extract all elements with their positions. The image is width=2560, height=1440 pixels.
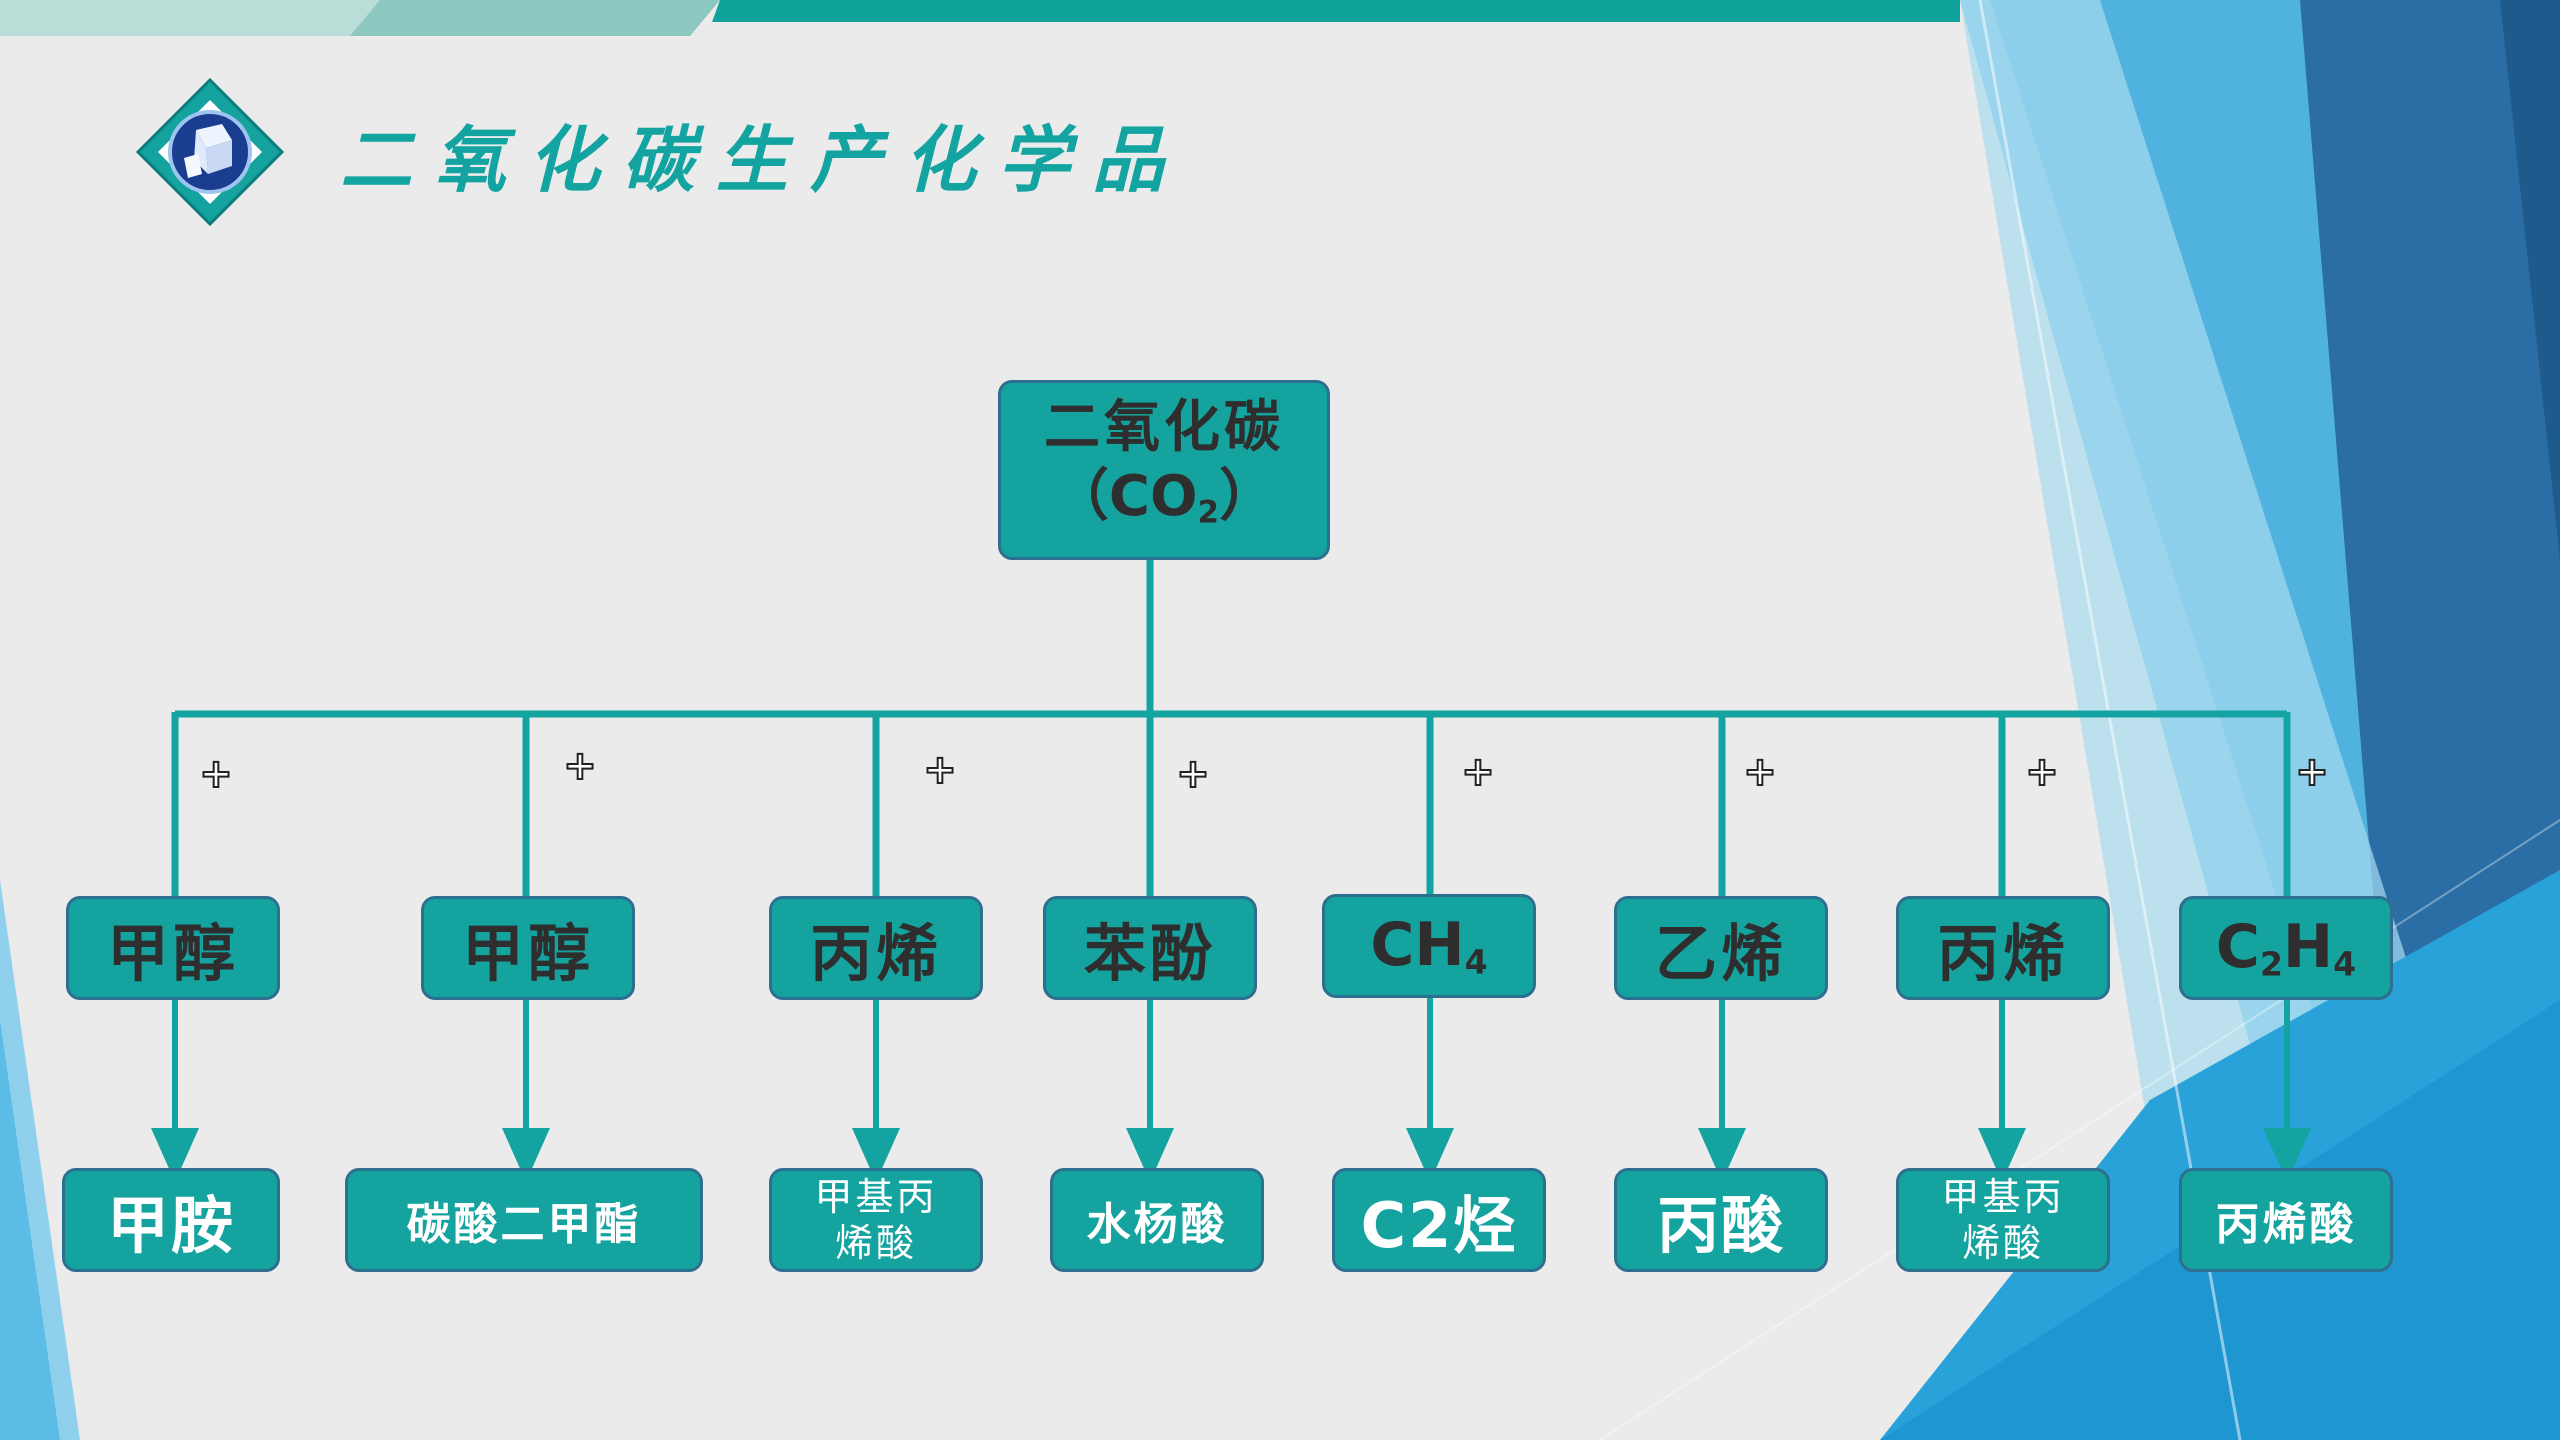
reactant-node: 甲醇 [66, 896, 280, 1000]
product-label-line2: 烯酸 [1961, 1221, 2044, 1265]
plus-sign-icon: + [2024, 749, 2060, 795]
product-node: 丙酸 [1614, 1168, 1828, 1272]
product-node: 甲基丙烯酸 [1896, 1168, 2110, 1272]
reactant-label: CH4 [1370, 910, 1488, 982]
reactant-label: 甲醇 [106, 917, 239, 990]
product-label-line1: 甲基丙 [814, 1175, 938, 1219]
reactant-label: 乙烯 [1654, 917, 1787, 990]
product-label: 甲胺 [106, 1189, 235, 1262]
logo-badge [135, 77, 285, 227]
product-node: 碳酸二甲酯 [345, 1168, 703, 1272]
reactant-node: 乙烯 [1614, 896, 1828, 1000]
page-title: 二氧化碳生产化学品 [340, 117, 1187, 202]
product-label: C2烃 [1360, 1189, 1518, 1262]
product-label-line1: 甲基丙 [1941, 1175, 2065, 1219]
plus-sign-icon: + [562, 743, 598, 789]
plus-sign-icon: + [922, 747, 958, 793]
root-node-co2: 二氧化碳 （CO2） [998, 380, 1330, 560]
product-label-line2: 烯酸 [834, 1221, 917, 1265]
plus-sign-icon: + [198, 751, 234, 797]
reactant-node: 丙烯 [1896, 896, 2110, 1000]
product-node: 甲胺 [62, 1168, 280, 1272]
reactant-label: C2H4 [2215, 912, 2357, 984]
plus-sign-icon: + [1460, 749, 1496, 795]
product-label: 丙酸 [1656, 1189, 1785, 1262]
product-node: 水杨酸 [1050, 1168, 1264, 1272]
reactant-node: C2H4 [2179, 896, 2393, 1000]
plus-sign-icon: + [2294, 749, 2330, 795]
reactant-node: 丙烯 [769, 896, 983, 1000]
plus-sign-icon: + [1175, 751, 1211, 797]
ice-cube-icon [135, 77, 285, 227]
root-label: 二氧化碳 [1044, 394, 1284, 461]
product-node: 丙烯酸 [2179, 1168, 2393, 1272]
product-label: 碳酸二甲酯 [406, 1199, 642, 1250]
product-label: 水杨酸 [1086, 1199, 1228, 1250]
reactant-label: 甲醇 [461, 917, 594, 990]
reactant-node: 甲醇 [421, 896, 635, 1000]
reactant-label: 苯酚 [1083, 917, 1216, 990]
reactant-node: CH4 [1322, 894, 1536, 998]
reactant-node: 苯酚 [1043, 896, 1257, 1000]
product-label: 丙烯酸 [2215, 1199, 2357, 1250]
product-node: 甲基丙烯酸 [769, 1168, 983, 1272]
plus-sign-icon: + [1742, 749, 1778, 795]
root-formula: （CO2） [1052, 464, 1276, 531]
reactant-label: 丙烯 [809, 917, 942, 990]
reactant-label: 丙烯 [1936, 917, 2069, 990]
product-node: C2烃 [1332, 1168, 1546, 1272]
